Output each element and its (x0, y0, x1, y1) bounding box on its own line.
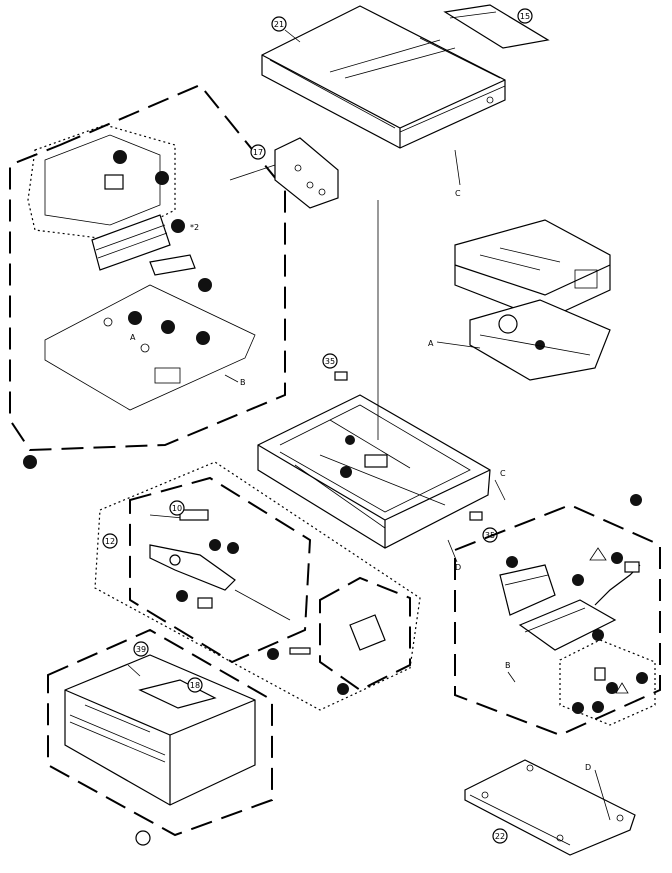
front-bezel-outline (47, 628, 273, 837)
tape-mechanism (454, 219, 611, 381)
callout-note-2: *2 (190, 223, 199, 232)
main-chassis (257, 394, 491, 549)
left-label-a: A (130, 333, 136, 342)
front-small-board (267, 576, 411, 695)
label-c-top: C (455, 189, 461, 198)
callout-top-strip-label: 15 (520, 12, 530, 21)
callout-front-panel-part2-label: 10 (172, 504, 182, 513)
callout-bezel-part2-label: 18 (190, 681, 200, 690)
callout-bottom-plate-label: 22 (495, 832, 505, 841)
left-assembly-outline (9, 83, 286, 452)
callout-front-panel-part2: 10 (169, 500, 185, 516)
callout-front-panel-assy-label: 12 (105, 537, 115, 546)
front-control-board (274, 137, 339, 209)
front-bezel (64, 654, 256, 806)
callout-bezel-part-label: 39 (136, 645, 146, 654)
label-c-right: C (500, 469, 506, 478)
left-circuit-board: *2 (91, 214, 199, 271)
callout-front-board: 17 (250, 144, 266, 160)
label-d-bottom: D (585, 763, 591, 772)
left-base-panel: A B (44, 284, 256, 411)
top-cover (261, 5, 506, 149)
callout-chassis-screw: 35 (322, 353, 338, 369)
callout-bezel-part: 39 (133, 641, 149, 657)
rear-label-b: B (505, 661, 511, 670)
left-label-b: B (240, 378, 246, 387)
label-a-right: A (428, 339, 434, 348)
top-strip (443, 4, 550, 49)
callout-chassis-screw-label: 35 (325, 357, 335, 366)
label-d-chassis: D (455, 563, 461, 572)
bottom-plate (464, 759, 636, 856)
callout-top-cover: 21 (271, 16, 287, 32)
callout-bottom-plate: 22 (492, 828, 508, 844)
callout-front-panel-assy: 12 (102, 533, 118, 549)
chassis-screw-right: 35 (469, 511, 498, 543)
callout-top-cover-label: 21 (274, 20, 284, 29)
rear-panel (499, 547, 641, 651)
callout-top-strip: 15 (517, 8, 533, 24)
front-panel-hex (129, 476, 312, 664)
rear-sub-outline (559, 639, 656, 726)
front-panel-outline (94, 461, 421, 711)
callout-bezel-part2: 18 (187, 677, 203, 693)
left-connector-strip (149, 254, 212, 292)
callout-front-board-label: 17 (253, 148, 263, 157)
rear-assembly-outline (454, 503, 661, 737)
